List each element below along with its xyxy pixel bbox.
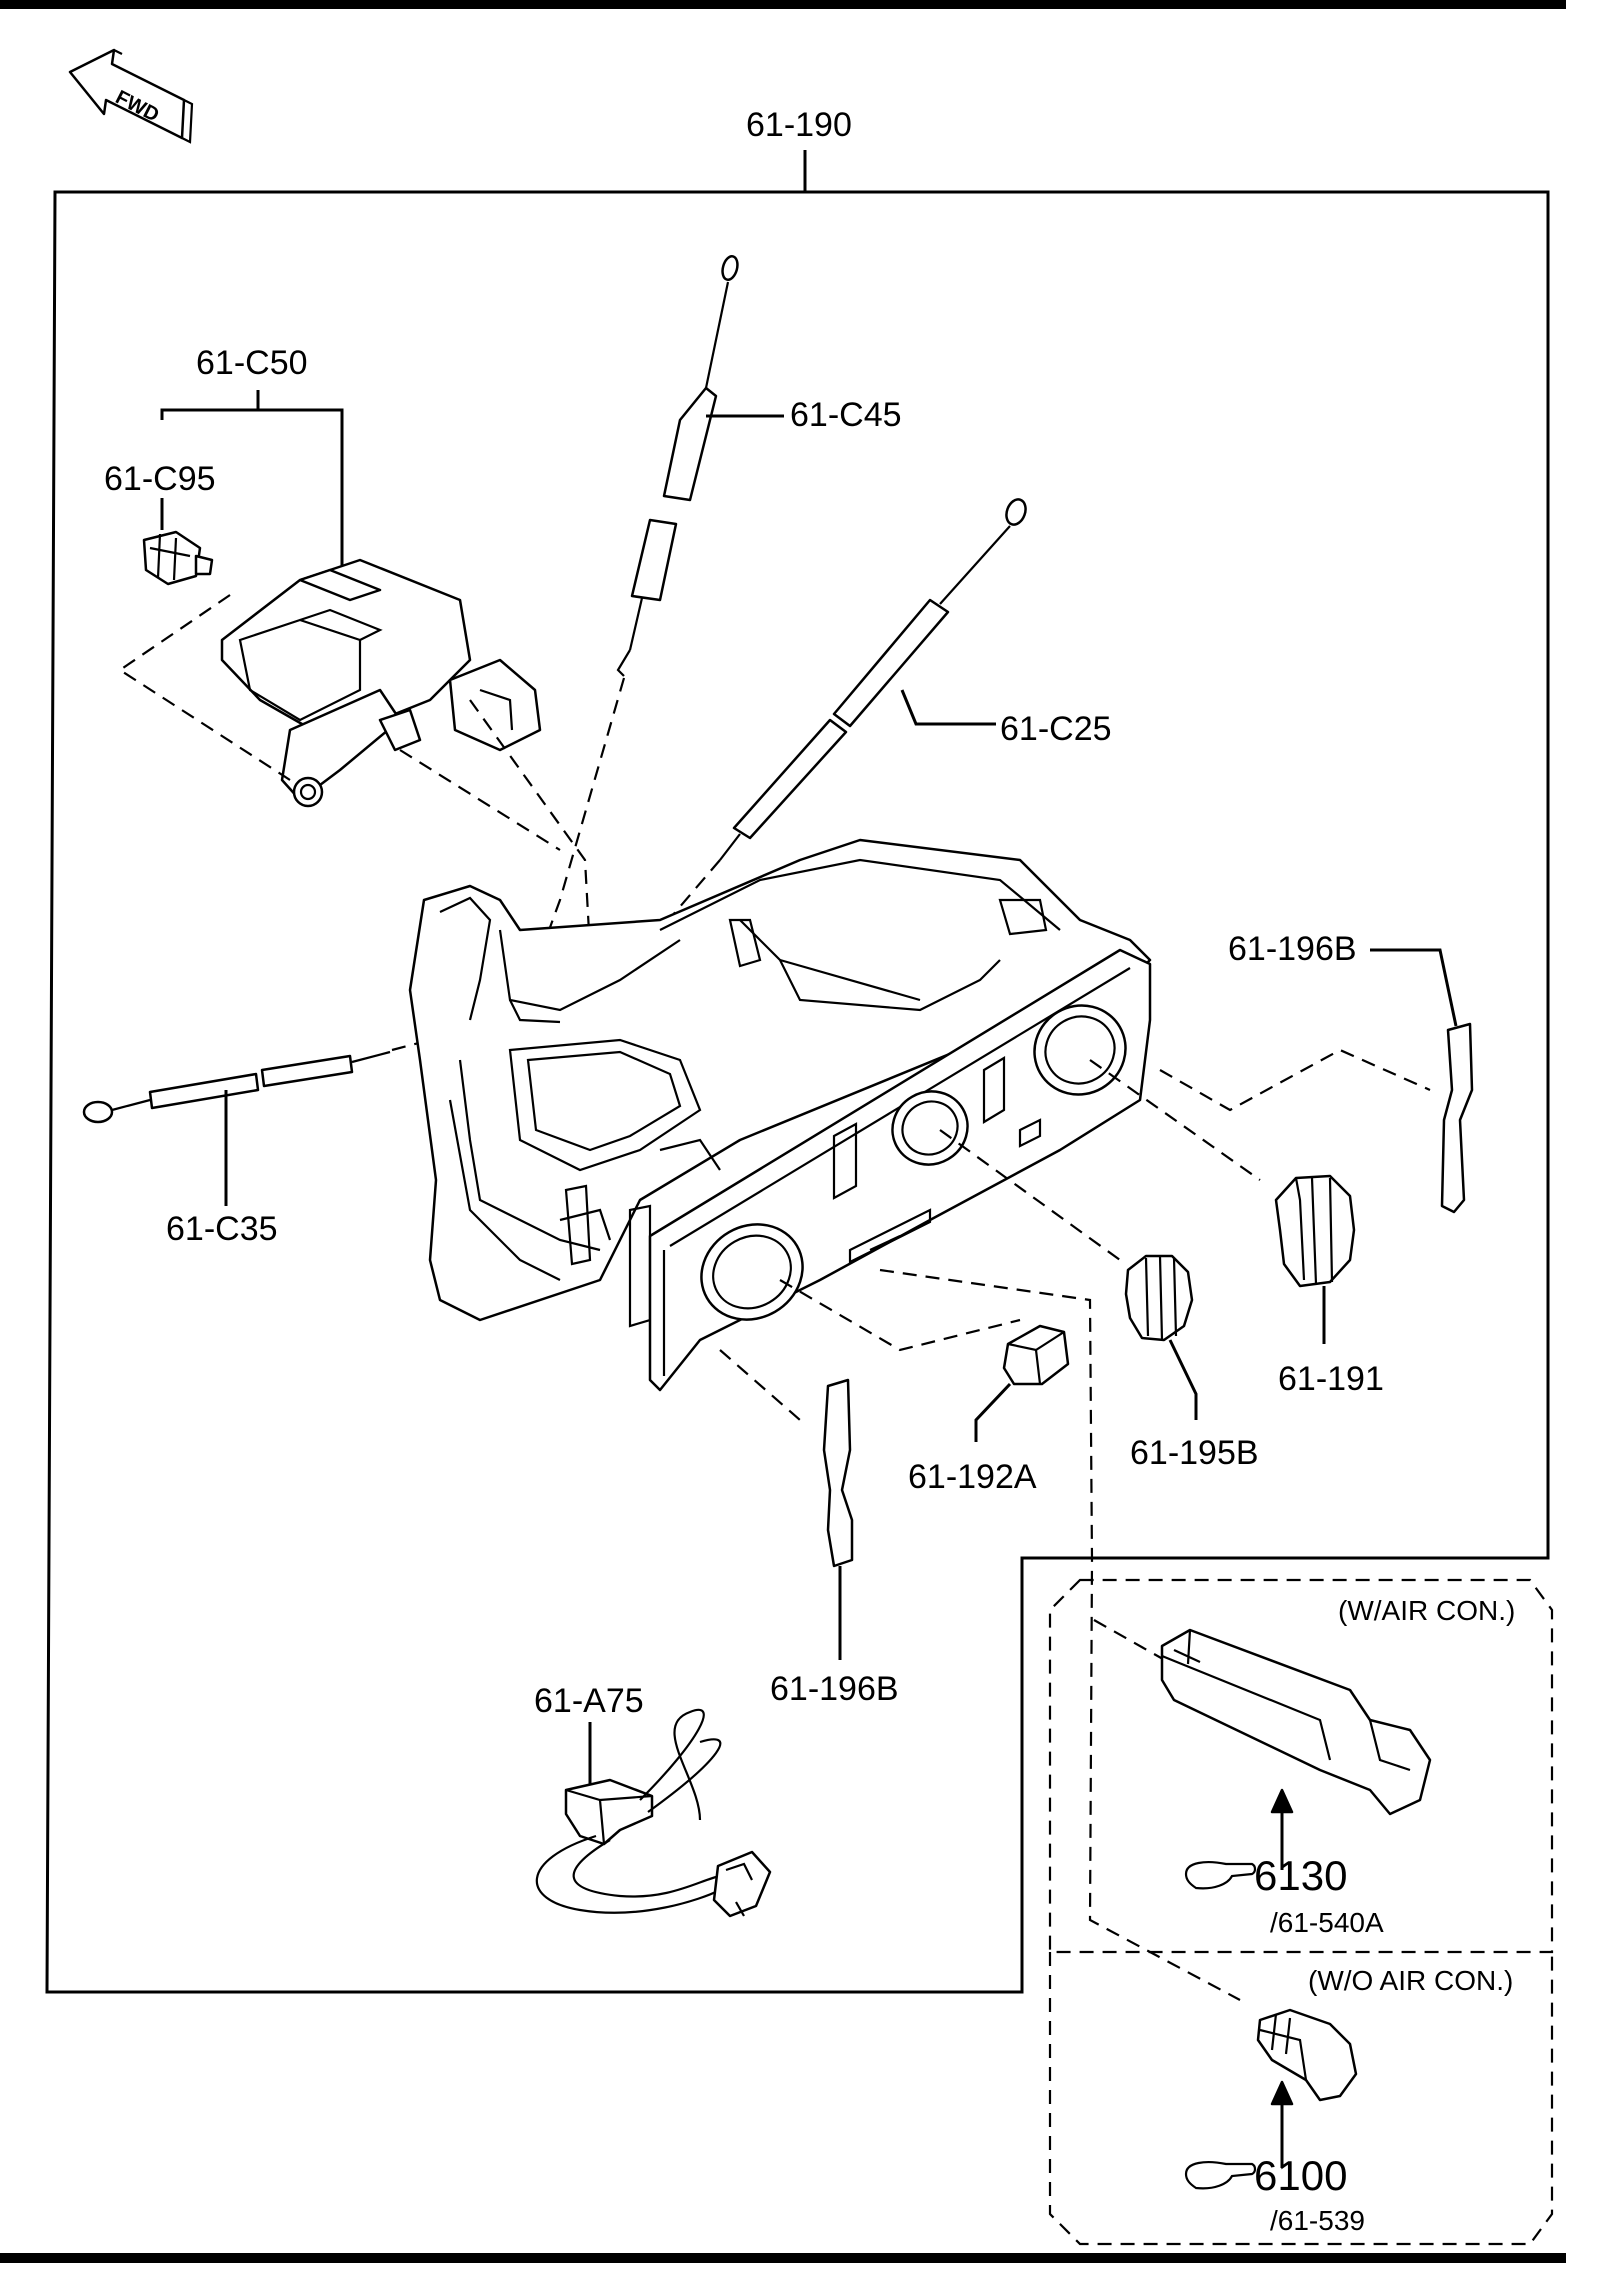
with-ac-label: (W/AIR CON.) — [1338, 1595, 1515, 1626]
bulb-socket-part — [142, 530, 214, 586]
blower-switch-6100-part — [1256, 2008, 1358, 2102]
with-ac-ref-part: /61-540A — [1270, 1907, 1384, 1938]
lever-61-196b-top-part — [1440, 1022, 1474, 1214]
pointing-hand-icon — [1184, 2161, 1257, 2190]
assembly-part-label: 61-190 — [746, 106, 852, 144]
cable-61-c25-part — [719, 498, 1027, 861]
without-ac-ref-part: /61-539 — [1270, 2205, 1365, 2236]
mode-actuator-part — [220, 558, 542, 808]
pointing-hand-icon — [1184, 1861, 1257, 1890]
ac-switch-6130-part — [1160, 1628, 1432, 1816]
without-ac-ref-section: 6100 — [1254, 2152, 1347, 2199]
callout-61-a75: 61-A75 — [534, 1682, 644, 1720]
callout-61-c45: 61-C45 — [790, 396, 902, 434]
callout-61-c35: 61-C35 — [166, 1210, 278, 1248]
control-housing-part — [408, 838, 1152, 1392]
lever-61-196b-bottom-part — [822, 1378, 854, 1568]
callout-61-c95: 61-C95 — [104, 460, 216, 498]
callout-61-196b-bottom: 61-196B — [770, 1670, 899, 1708]
without-ac-variant-box — [1048, 1952, 1554, 2246]
callout-61-191: 61-191 — [1278, 1360, 1384, 1398]
callout-61-192a: 61-192A — [908, 1458, 1037, 1496]
with-ac-ref-section: 6130 — [1254, 1852, 1347, 1899]
cable-61-c35-part — [82, 1050, 391, 1124]
knob-61-191-part — [1274, 1174, 1356, 1288]
callout-61-196b-top: 61-196B — [1228, 930, 1357, 968]
callout-61-195b: 61-195B — [1130, 1434, 1259, 1472]
with-ac-variant-box — [1048, 1578, 1554, 1954]
callout-61-c25: 61-C25 — [1000, 710, 1112, 748]
wiring-harness-61-a75-part — [535, 1708, 772, 1918]
cable-61-c45-part — [616, 255, 739, 677]
callout-61-c50: 61-C50 — [196, 344, 308, 382]
without-ac-label: (W/O AIR CON.) — [1308, 1965, 1513, 1996]
fwd-arrow-icon: FWD — [68, 48, 194, 144]
assembly-boundary — [45, 190, 1550, 1994]
knob-61-192a-part — [1002, 1324, 1070, 1386]
knob-61-195b-part — [1124, 1254, 1194, 1342]
